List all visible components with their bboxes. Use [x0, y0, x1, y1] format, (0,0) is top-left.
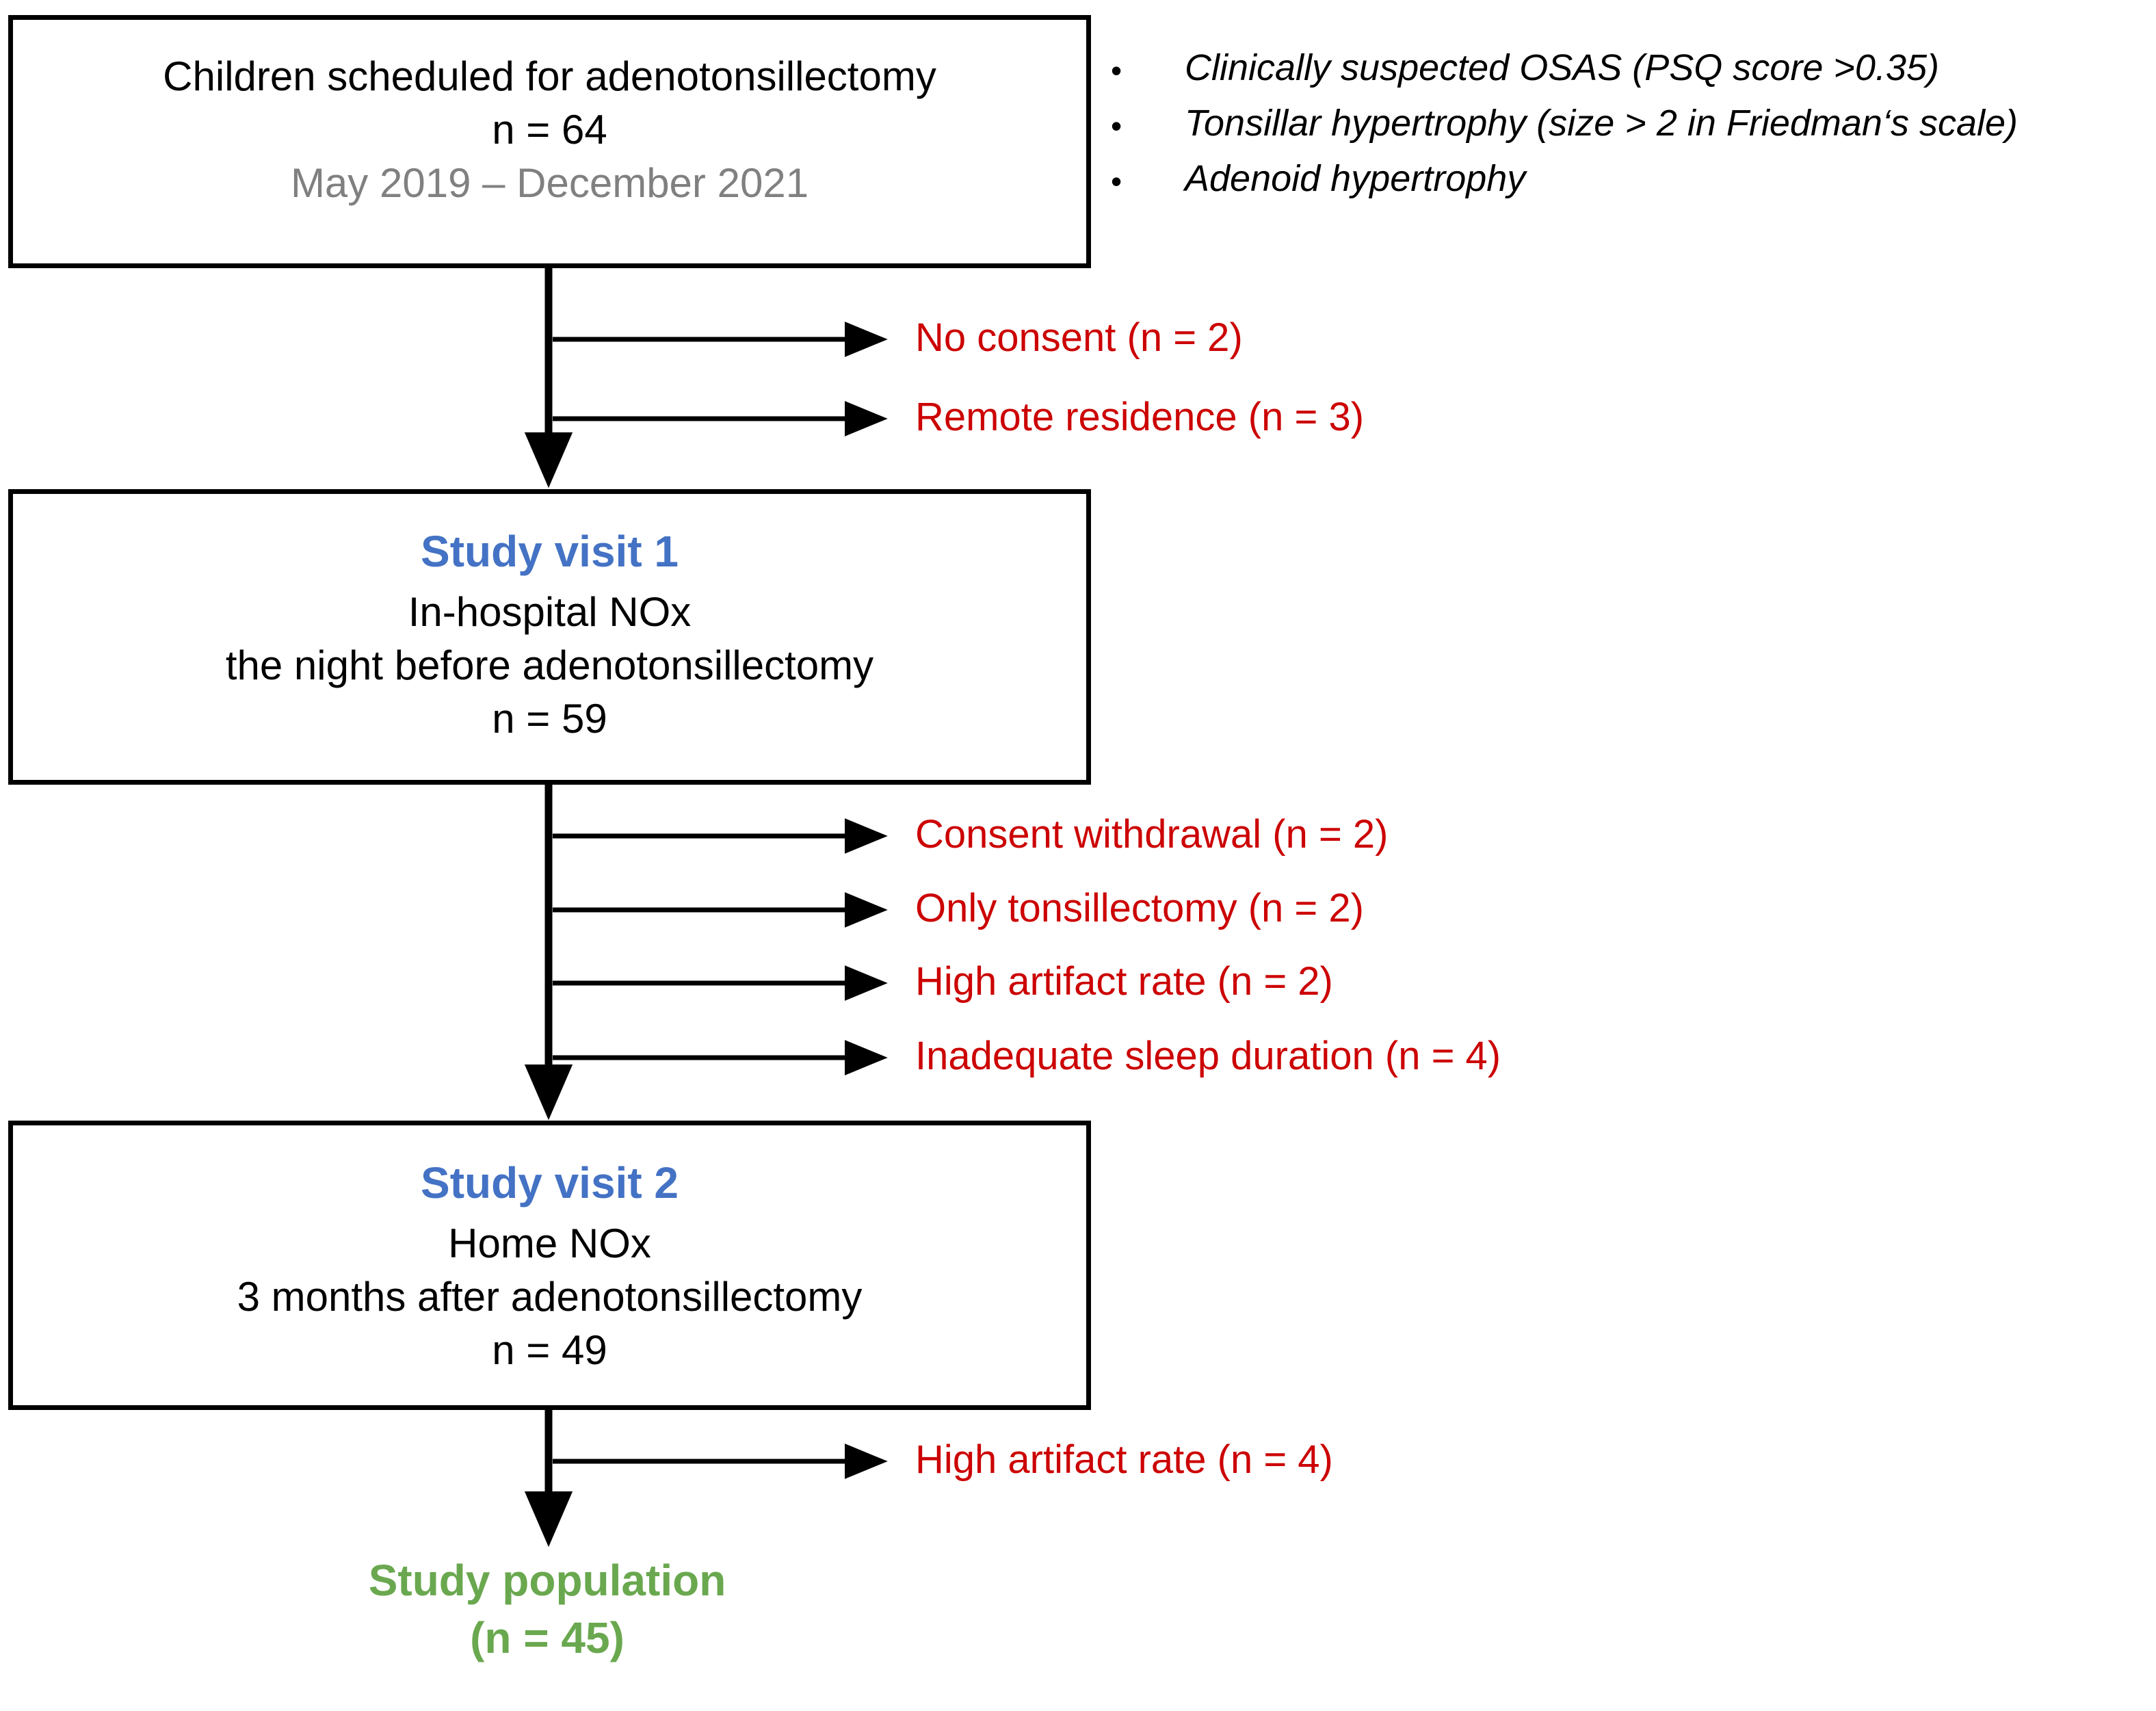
study-population-outcome: Study population (n = 45)	[0, 1552, 1094, 1667]
exclusion-label-only-tonsillectomy: Only tonsillectomy (n = 2)	[915, 886, 1364, 930]
inclusion-criteria-list: • Clinically suspected OSAS (PSQ score >…	[1111, 49, 2151, 215]
list-item: • Adenoid hypertrophy	[1111, 160, 2151, 215]
exclusion-label-no-consent: No consent (n = 2)	[915, 315, 1243, 360]
box-enrollment: Children scheduled for adenotonsillectom…	[8, 15, 1091, 268]
exclusion-label-high-artifact-rate-2: High artifact rate (n = 4)	[915, 1437, 1333, 1482]
enrollment-period: May 2019 – December 2021	[290, 160, 809, 206]
criteria-text: Adenoid hypertrophy	[1185, 158, 1526, 199]
criteria-text: Tonsillar hypertrophy (size > 2 in Fried…	[1185, 103, 2019, 144]
bullet-icon: •	[1111, 53, 1122, 88]
criteria-text: Clinically suspected OSAS (PSQ score >0.…	[1185, 47, 1939, 88]
exclusion-label-high-artifact-rate-1: High artifact rate (n = 2)	[915, 959, 1333, 1004]
enrollment-title: Children scheduled for adenotonsillectom…	[163, 53, 936, 99]
visit2-count: n = 49	[492, 1327, 607, 1374]
exclusion-label-remote-residence: Remote residence (n = 3)	[915, 395, 1365, 439]
list-item: • Tonsillar hypertrophy (size > 2 in Fri…	[1111, 105, 2151, 160]
box-study-visit-2: Study visit 2 Home NOx 3 months after ad…	[8, 1121, 1091, 1410]
visit1-measure: In-hospital NOx	[408, 589, 692, 636]
exclusion-label-consent-withdrawal: Consent withdrawal (n = 2)	[915, 812, 1389, 857]
visit2-measure: Home NOx	[448, 1220, 651, 1267]
study-population-count: (n = 45)	[470, 1613, 625, 1663]
exclusion-label-inadequate-sleep-duration: Inadequate sleep duration (n = 4)	[915, 1034, 1501, 1078]
bullet-icon: •	[1111, 164, 1122, 199]
box-study-visit-1: Study visit 1 In-hospital NOx the night …	[8, 489, 1091, 785]
visit1-timing: the night before adenotonsillectomy	[225, 642, 874, 689]
visit1-heading: Study visit 1	[421, 527, 679, 576]
visit2-timing: 3 months after adenotonsillectomy	[237, 1274, 863, 1320]
study-population-label: Study population	[368, 1556, 726, 1605]
bullet-icon: •	[1111, 108, 1122, 144]
visit2-heading: Study visit 2	[421, 1158, 679, 1207]
list-item: • Clinically suspected OSAS (PSQ score >…	[1111, 49, 2151, 105]
visit1-count: n = 59	[492, 696, 607, 742]
enrollment-count: n = 64	[492, 107, 607, 153]
